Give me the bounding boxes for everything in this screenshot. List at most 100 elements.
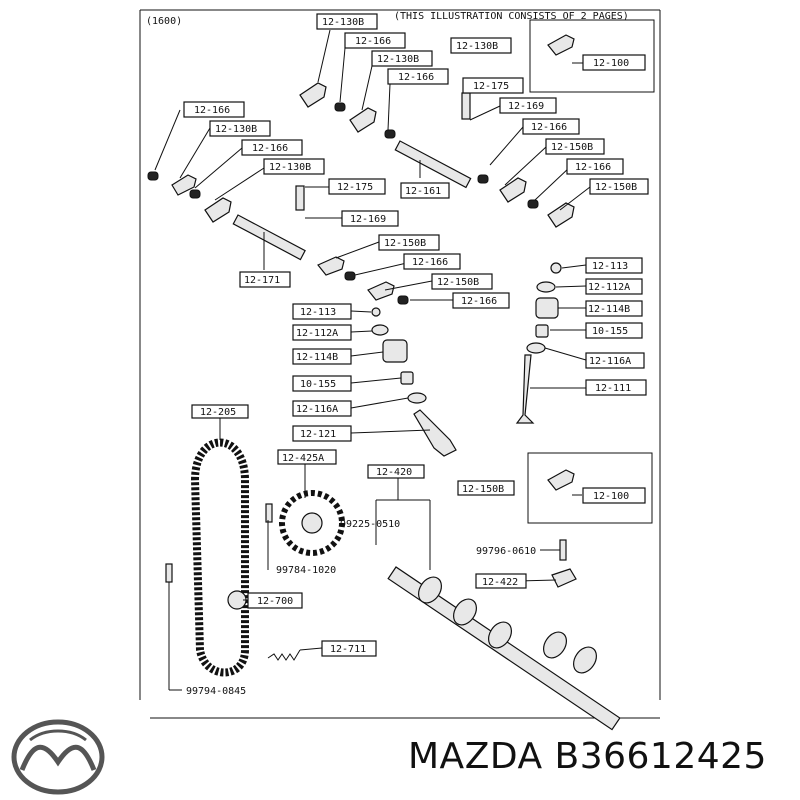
callout-c23: 12-150B (431, 273, 493, 290)
callouts: 12-130B 12-166 12-130B 12-166 12-130B 12… (183, 13, 649, 697)
callout-box (582, 487, 646, 504)
callout-c21: 12-171 (239, 271, 291, 288)
mazda-logo-icon (11, 719, 105, 795)
engine-label: (1600) (146, 16, 182, 27)
callout-box (452, 292, 510, 309)
callout-c36: 12-121 (292, 425, 352, 442)
callout-box (450, 37, 512, 54)
callout-label: 12-175 (473, 81, 509, 92)
callout-label: 12-121 (300, 429, 336, 440)
callout-box (403, 253, 461, 270)
callout-label: 12-420 (376, 467, 412, 478)
callout-box (585, 300, 643, 317)
callout-label: 12-130B (269, 162, 311, 173)
callout-c44: 99784-1020 (276, 565, 336, 576)
callout-box (585, 278, 643, 295)
callout-c43: 99796-0610 (476, 546, 536, 557)
callout-box (566, 158, 624, 175)
callout-label: 12-150B (595, 182, 637, 193)
callout-label: 12-130B (215, 124, 257, 135)
callout-c41: 12-150B (457, 480, 515, 496)
callout-box (387, 68, 449, 85)
callout-label: 12-116A (296, 404, 338, 415)
callout-box (457, 480, 515, 496)
rocker-shafts (232, 140, 472, 261)
callout-label: 12-114B (296, 352, 338, 363)
callout-box (367, 464, 425, 479)
callout-c39: 12-420 (367, 464, 425, 479)
callout-box (191, 404, 249, 419)
callout-box (545, 138, 605, 155)
callout-c4: 12-166 (387, 68, 449, 85)
thrust-plate (551, 568, 577, 588)
callout-c22: 12-166 (403, 253, 461, 270)
callout-c11: 12-130B (263, 158, 325, 175)
callout-c29: 12-116A (292, 400, 352, 417)
callout-label: 12-100 (593, 491, 629, 502)
callout-c34: 10-155 (585, 322, 643, 339)
callout-c35: 12-116A (585, 352, 645, 369)
rocker-arm-parts (171, 34, 575, 491)
callout-box (475, 573, 527, 589)
callout-label: 12-166 (575, 162, 611, 173)
callout-box (183, 101, 245, 118)
callout-c45: 12-422 (475, 573, 527, 589)
callout-label: 10-155 (592, 326, 628, 337)
callout-label: 12-150B (437, 277, 479, 288)
callout-c17: 12-175 (328, 178, 386, 195)
callout-c48: 99794-0845 (186, 686, 246, 697)
callout-label: 12-166 (461, 296, 497, 307)
callout-c9: 12-130B (209, 120, 271, 137)
callout-c32: 12-112A (585, 278, 643, 295)
callout-c3: 12-130B (371, 50, 433, 67)
callout-box (292, 375, 352, 392)
callout-c14: 12-150B (545, 138, 605, 155)
callout-box (589, 178, 649, 195)
pages-note: (THIS ILLUSTRATION CONSISTS OF 2 PAGES) (394, 11, 629, 22)
callout-label: 12-161 (405, 186, 441, 197)
callout-label: 12-113 (592, 261, 628, 272)
callout-label: 12-166 (252, 143, 288, 154)
callout-label: 12-205 (200, 407, 236, 418)
callout-box (462, 77, 524, 94)
callout-label: 12-130B (456, 41, 498, 52)
callout-c13: 12-166 (522, 118, 580, 135)
leader-lines (154, 29, 591, 691)
callout-box (378, 234, 440, 251)
camshaft (387, 566, 621, 731)
callout-box (400, 182, 450, 199)
callout-c18: 12-161 (400, 182, 450, 199)
callout-c6: 12-100 (582, 54, 646, 71)
callout-label: 12-169 (508, 101, 544, 112)
callout-box (292, 303, 352, 320)
callout-box (585, 352, 645, 369)
callout-box (247, 592, 303, 609)
callout-label: 12-112A (588, 282, 630, 293)
callout-box (341, 210, 399, 227)
inset-box-bottom (527, 452, 653, 524)
callout-label: 12-175 (337, 182, 373, 193)
callout-label: 12-100 (593, 58, 629, 69)
callout-box (582, 54, 646, 71)
callout-box (522, 118, 580, 135)
callout-label: 12-700 (257, 596, 293, 607)
callout-c27: 12-114B (292, 348, 352, 365)
callout-c20: 12-150B (378, 234, 440, 251)
callout-box (292, 324, 352, 341)
callout-label: 12-116A (589, 356, 631, 367)
callout-label: 12-166 (531, 122, 567, 133)
callout-box (292, 425, 352, 442)
callout-label: 12-166 (355, 36, 391, 47)
callout-label: 12-130B (322, 17, 364, 28)
callout-c12: 12-169 (499, 97, 557, 114)
callout-c15: 12-166 (566, 158, 624, 175)
spring-parts (147, 102, 539, 305)
valve-assembly-right (515, 262, 562, 424)
callout-box (585, 322, 643, 339)
callout-box (277, 449, 337, 465)
callout-c1: 12-130B (316, 13, 378, 30)
callout-c25: 12-113 (292, 303, 352, 320)
callout-c16: 12-150B (589, 178, 649, 195)
cam-pulley-hub (301, 512, 323, 534)
callout-box (344, 32, 406, 49)
